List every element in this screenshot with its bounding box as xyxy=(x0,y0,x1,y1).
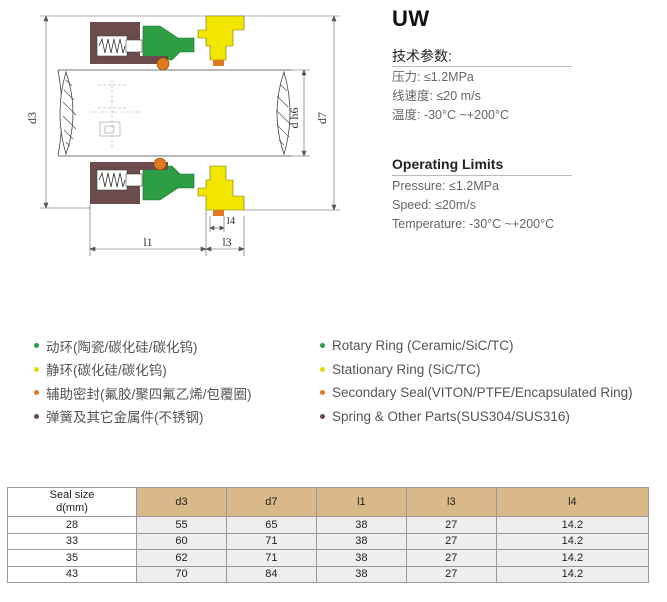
legend-en-label: Stationary Ring (SiC/TC) xyxy=(332,361,481,377)
table-cell: 38 xyxy=(315,532,407,550)
label-l1: l1 xyxy=(143,235,152,249)
table-cell: 28 xyxy=(7,516,137,534)
header-seal-size: Seal size d(mm) xyxy=(7,487,137,517)
table-cell: 71 xyxy=(225,549,317,567)
legend-en-label: Secondary Seal(VITON/PTFE/Encapsulated R… xyxy=(332,385,633,401)
table-cell: 27 xyxy=(405,532,497,550)
header-l4: l4 xyxy=(495,487,650,517)
table-cell: 14.2 xyxy=(495,532,650,550)
specs-cn-divider xyxy=(392,66,572,67)
spring-bottom xyxy=(98,171,126,188)
dimension-table: Seal size d(mm) d3 d7 l1 l3 l4 28 55 65 … xyxy=(7,487,650,583)
legend-dot xyxy=(34,366,39,372)
seal-bottom-half xyxy=(90,157,245,216)
table-cell: 38 xyxy=(315,549,407,567)
legend-dot xyxy=(320,413,325,419)
legend-dot xyxy=(34,390,39,396)
specs-en-pressure: Pressure: ≤1.2MPa xyxy=(392,179,499,193)
label-l3: l3 xyxy=(222,235,231,249)
legend-cn-label: 弹簧及其它金属件(不锈钢) xyxy=(46,410,204,426)
legend-en-label: Rotary Ring (Ceramic/SiC/TC) xyxy=(332,338,514,354)
rotary-ring-top xyxy=(142,25,195,61)
legend-cn-label: 动环(陶瓷/碳化硅/碳化钨) xyxy=(46,339,198,355)
legend-item: 静环(碳化硅/碳化钨) Stationary Ring (SiC/TC) xyxy=(34,358,654,382)
header-seal-size-line1: Seal size xyxy=(49,489,95,501)
material-legend: 动环(陶瓷/碳化硅/碳化钨) Rotary Ring (Ceramic/SiC/… xyxy=(34,334,654,428)
legend-dot xyxy=(34,413,39,419)
stationary-ring-top xyxy=(197,15,245,61)
table-cell: 55 xyxy=(136,516,227,534)
specs-cn-title: 技术参数: xyxy=(392,48,452,64)
table-cell: 14.2 xyxy=(495,516,650,534)
specs-cn-temperature: 温度: -30°C ~+200°C xyxy=(392,108,509,122)
legend-dot xyxy=(320,343,325,349)
header-d3: d3 xyxy=(136,487,227,517)
specs-cn-speed: 线速度: ≤20 m/s xyxy=(392,89,481,103)
table-cell: 27 xyxy=(405,516,497,534)
header-l1: l1 xyxy=(315,487,407,517)
table-cell: 62 xyxy=(136,549,227,567)
table-cell: 33 xyxy=(7,532,137,550)
specs-en-title: Operating Limits xyxy=(392,156,504,172)
table-row: 35 62 71 38 27 14.2 xyxy=(7,549,650,567)
dimension-lines xyxy=(40,15,340,256)
table-cell: 43 xyxy=(7,565,137,583)
table-cell: 14.2 xyxy=(495,565,650,583)
legend-cn-label: 静环(碳化硅/碳化钨) xyxy=(46,363,167,379)
table-cell: 71 xyxy=(225,532,317,550)
table-row: 43 70 84 38 27 14.2 xyxy=(7,565,650,583)
legend-dot xyxy=(320,366,325,372)
table-cell: 35 xyxy=(7,549,137,567)
secondary-seal-top xyxy=(156,57,170,71)
header-seal-size-line2: d(mm) xyxy=(56,502,88,514)
legend-dot xyxy=(34,343,39,349)
table-cell: 38 xyxy=(315,565,407,583)
seal-top-half xyxy=(90,15,245,71)
seal-cross-section-diagram: d3 d h6 d7 l1 l3 l4 xyxy=(25,15,340,256)
legend-en-label: Spring & Other Parts(SUS304/SUS316) xyxy=(332,408,570,424)
label-d7: d7 xyxy=(315,112,329,124)
stationary-ring-bottom xyxy=(197,165,245,211)
table-cell: 60 xyxy=(136,532,227,550)
table-cell: 70 xyxy=(136,565,227,583)
legend-dot xyxy=(320,390,325,396)
label-l4: l4 xyxy=(227,215,236,227)
legend-item: 动环(陶瓷/碳化硅/碳化钨) Rotary Ring (Ceramic/SiC/… xyxy=(34,334,654,358)
rotary-ring-bottom xyxy=(142,165,195,201)
specs-cn-pressure: 压力: ≤1.2MPa xyxy=(392,70,474,84)
table-cell: 38 xyxy=(315,516,407,534)
header-d7: d7 xyxy=(225,487,317,517)
table-cell: 65 xyxy=(225,516,317,534)
label-d3: d3 xyxy=(25,112,39,124)
specs-en-temperature: Temperature: -30°C ~+200°C xyxy=(392,217,555,231)
model-title: UW xyxy=(392,6,430,31)
shaft xyxy=(57,69,292,157)
table-cell: 27 xyxy=(405,565,497,583)
secondary-seal-bottom xyxy=(153,157,167,171)
header-l3: l3 xyxy=(405,487,497,517)
table-cell: 27 xyxy=(405,549,497,567)
label-dh6: d h6 xyxy=(287,108,301,129)
table-row: 33 60 71 38 27 14.2 xyxy=(7,532,650,550)
specs-en-speed: Speed: ≤20m/s xyxy=(392,198,476,212)
legend-item: 弹簧及其它金属件(不锈钢) Spring & Other Parts(SUS30… xyxy=(34,405,654,429)
legend-item: 辅助密封(氟胶/聚四氟乙烯/包覆圈) Secondary Seal(VITON/… xyxy=(34,381,654,405)
table-row: 28 55 65 38 27 14.2 xyxy=(7,516,650,534)
table-header-row: Seal size d(mm) d3 d7 l1 l3 l4 xyxy=(7,487,650,517)
specs-en-divider xyxy=(392,175,572,176)
table-cell: 14.2 xyxy=(495,549,650,567)
legend-cn-label: 辅助密封(氟胶/聚四氟乙烯/包覆圈) xyxy=(46,386,252,402)
spring-top xyxy=(98,37,126,54)
table-cell: 84 xyxy=(225,565,317,583)
